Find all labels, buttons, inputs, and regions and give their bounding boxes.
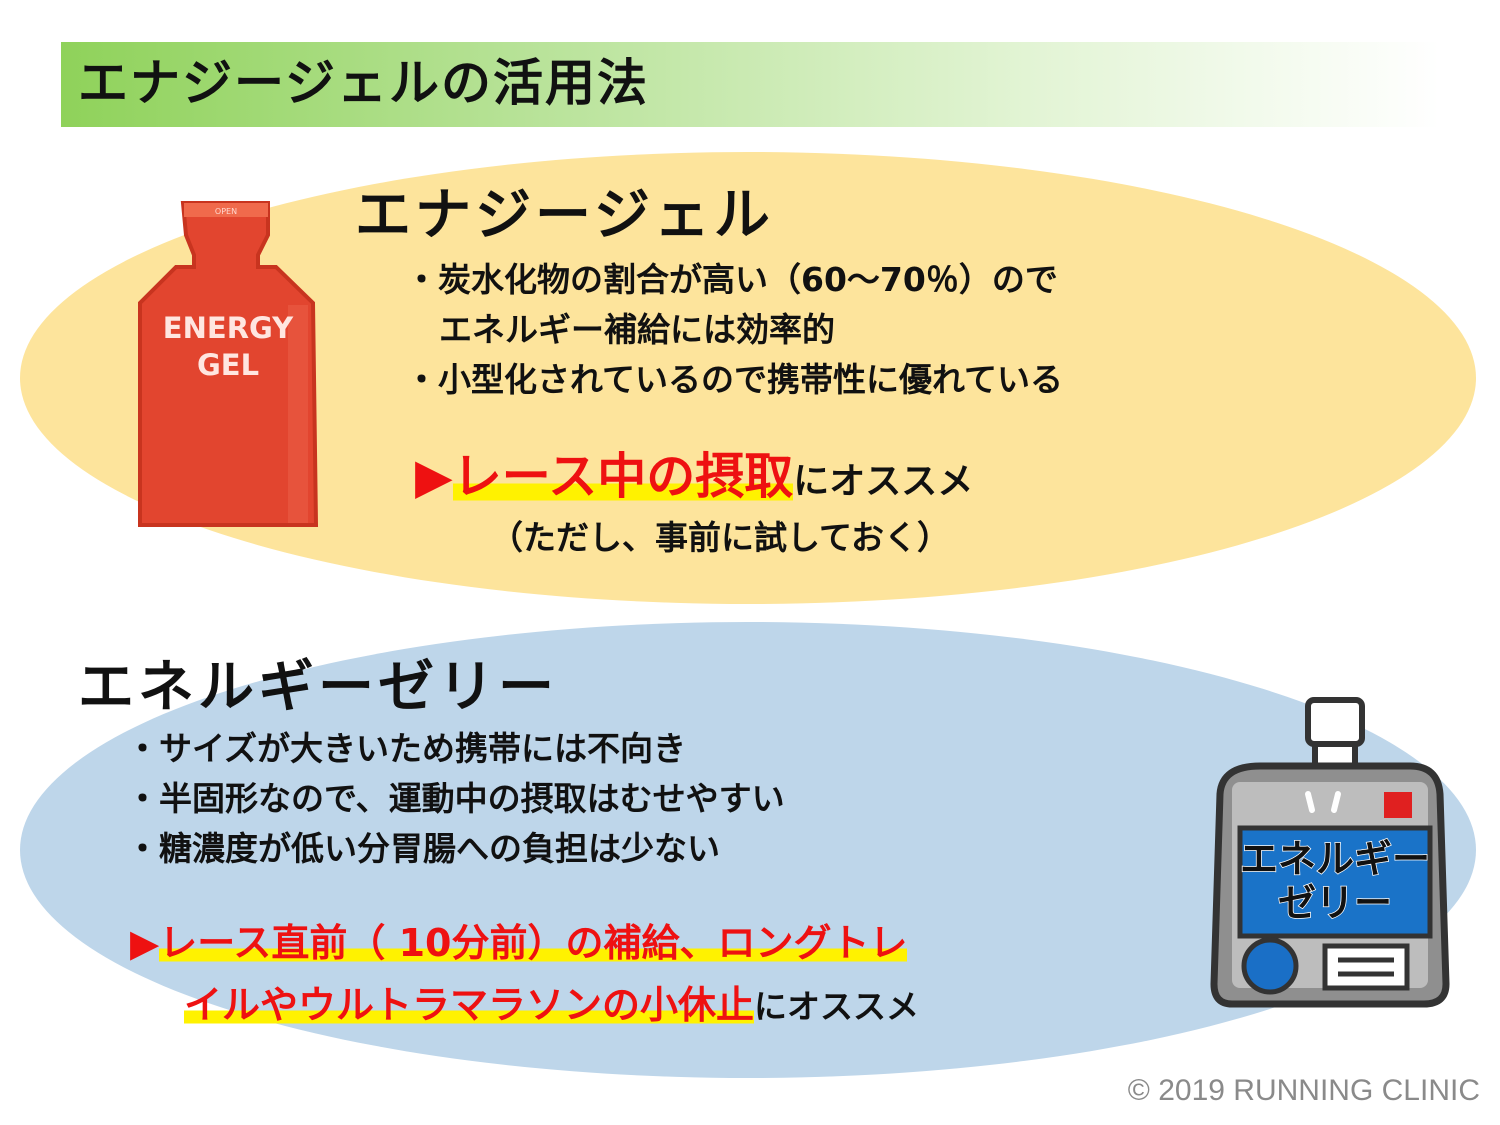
gel-label-line1: ENERGY: [163, 311, 294, 345]
energy-jelly-illustration: エネルギー ゼリー: [1210, 697, 1450, 1008]
recommendation-highlight: レース中の摂取: [452, 448, 794, 505]
gel-cap: [184, 203, 268, 217]
arrow-icon: ▶: [415, 448, 453, 505]
jelly-label-line1: エネルギー: [1240, 837, 1430, 881]
energy-jelly-bullets: ・サイズが大きいため携帯には不向き ・半固形なので、運動中の摂取はむせやすい ・…: [126, 724, 785, 874]
gel-label-line2: GEL: [197, 348, 259, 382]
jelly-red-mark: [1384, 792, 1412, 818]
page-title: エナジージェルの活用法: [78, 54, 649, 112]
list-item: ・炭水化物の割合が高い（60～70％）ので: [405, 260, 1058, 299]
recommendation-suffix: にオススメ: [754, 987, 920, 1026]
copyright: © 2019 RUNNING CLINIC: [1127, 1074, 1480, 1107]
energy-gel-illustration: OPEN ENERGY GEL: [138, 201, 319, 527]
recommendation-highlight-line2: イルやウルトラマラソンの小休止: [184, 983, 755, 1027]
jelly-cap: [1305, 697, 1365, 747]
recommendation-highlight-line1: レース直前（ 10分前）の補給、ロングトレ: [159, 921, 908, 965]
list-item: ・サイズが大きいため携帯には不向き: [126, 729, 687, 768]
energy-jelly-heading: エネルギーゼリー: [78, 655, 558, 720]
energy-jelly-recommendation: ▶レース直前（ 10分前）の補給、ロングトレ イルやウルトラマラソンの小休止にオ…: [130, 912, 919, 1038]
list-item: ・小型化されているので携帯性に優れている: [405, 360, 1064, 399]
recommendation-suffix: にオススメ: [793, 461, 974, 502]
energy-gel-note: （ただし、事前に試しておく）: [490, 518, 951, 557]
title-bar: [61, 42, 1440, 127]
list-item: ・半固形なので、運動中の摂取はむせやすい: [126, 779, 785, 818]
jelly-label-panel: [1237, 825, 1433, 939]
gel-cap-text: OPEN: [215, 207, 237, 216]
list-item: ・糖濃度が低い分胃腸への負担は少ない: [126, 829, 720, 868]
arrow-icon: ▶: [130, 921, 160, 965]
energy-gel-bullets: ・炭水化物の割合が高い（60～70％）ので エネルギー補給には効率的 ・小型化さ…: [405, 255, 1063, 405]
jelly-blue-dot: [1241, 937, 1299, 995]
jelly-label-line2: ゼリー: [1278, 881, 1392, 925]
energy-gel-heading: エナジージェル: [355, 183, 774, 248]
list-item: エネルギー補給には効率的: [439, 310, 835, 349]
energy-gel-recommendation: ▶レース中の摂取にオススメ: [415, 442, 973, 517]
